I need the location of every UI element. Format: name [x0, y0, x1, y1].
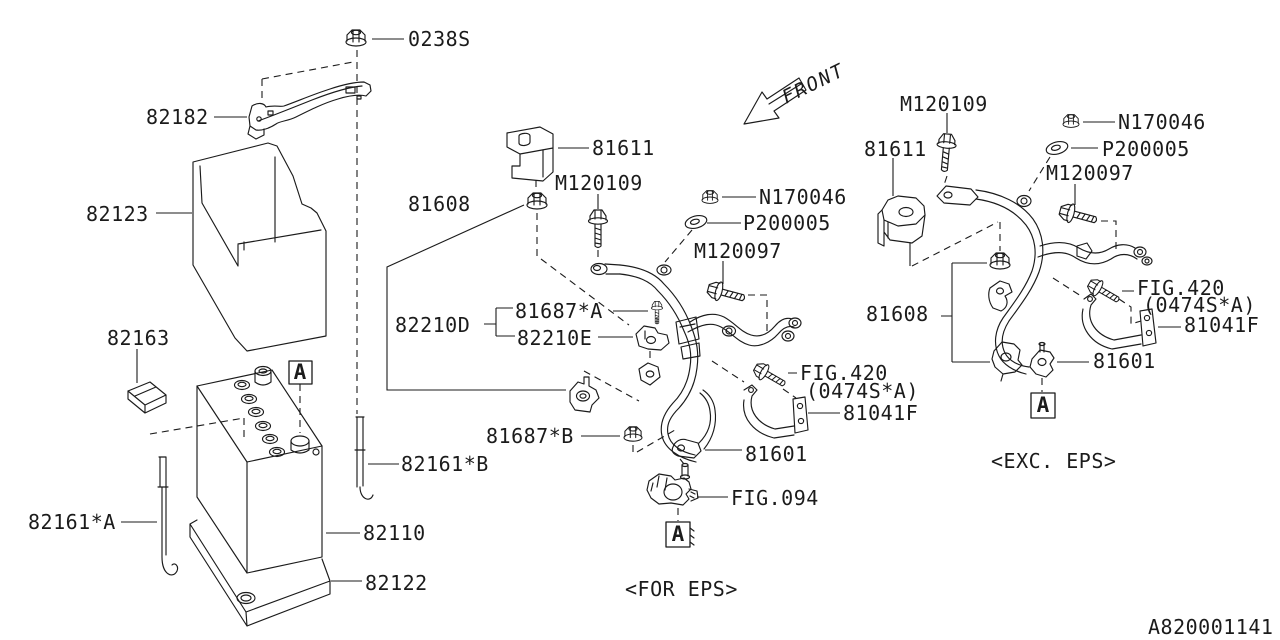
part-label-82210e[interactable]: 82210E [517, 326, 592, 350]
caption-exc-eps: <EXC. EPS> [991, 449, 1116, 473]
part-label-m120097-eps[interactable]: M120097 [694, 239, 782, 263]
figure-ref-fig420-note-exc[interactable]: (0474S*A) [1143, 293, 1256, 317]
front-arrow-icon [743, 77, 807, 125]
cable-bracket-eps-art [569, 376, 600, 413]
ground-cable-81601-exc-art [1029, 341, 1055, 378]
part-label-81608-eps[interactable]: 81608 [408, 192, 471, 216]
bolt-m120097-exc-art [1057, 200, 1100, 230]
bolt-fig420-exc-art [1084, 275, 1124, 309]
part-label-p200005-eps[interactable]: P200005 [743, 211, 831, 235]
terminal-fig094-art [646, 462, 699, 506]
detail-marker-box-eps [665, 521, 695, 548]
hold-down-bracket-82182-art [247, 81, 372, 140]
bolt-m120109-eps-art [587, 209, 609, 249]
bolt-fig420-eps-art [750, 359, 790, 393]
part-label-81611-eps[interactable]: 81611 [592, 136, 655, 160]
hold-down-nut-0238s-art [345, 29, 367, 47]
detail-marker-left[interactable]: A [294, 360, 307, 384]
caption-for-eps: <FOR EPS> [625, 577, 738, 601]
battery-cable-81608-exc-art [936, 185, 1153, 382]
part-label-82210d[interactable]: 82210D [395, 313, 470, 337]
nut-81608-mount-exc-art [989, 252, 1011, 270]
part-label-81041f-exc[interactable]: 81041F [1184, 313, 1259, 337]
nut-81608-mount-art [526, 192, 548, 210]
battery-82110-art [196, 365, 323, 574]
bolt-m120109-exc-art [934, 132, 958, 173]
washer-p200005-eps-art [683, 212, 709, 232]
doc-number: A820001141 [1148, 615, 1273, 639]
part-label-82161b[interactable]: 82161*B [401, 452, 489, 476]
bracket-81041f-eps-art [743, 384, 809, 439]
bolt-m120097-eps-art [705, 278, 748, 308]
washer-p200005-exc-art [1044, 138, 1070, 158]
nut-n170046-exc-art [1062, 114, 1080, 128]
part-label-p200005-exc[interactable]: P200005 [1102, 137, 1190, 161]
part-label-0238s[interactable]: 0238S [408, 27, 471, 51]
battery-pad-82163-art [127, 381, 167, 414]
part-label-n170046-exc[interactable]: N170046 [1118, 110, 1206, 134]
figure-ref-fig094[interactable]: FIG.094 [731, 486, 819, 510]
detail-marker-eps[interactable]: A [672, 522, 685, 546]
figure-ref-fig420-exc[interactable]: FIG.420 [1137, 276, 1225, 300]
detail-marker-exc[interactable]: A [1037, 393, 1050, 417]
part-label-81608-exc[interactable]: 81608 [866, 302, 929, 326]
part-label-m120097-exc[interactable]: M120097 [1046, 161, 1134, 185]
ground-cable-81601-eps-art [671, 389, 717, 459]
part-label-82110[interactable]: 82110 [363, 521, 426, 545]
part-label-81041f-eps[interactable]: 81041F [843, 401, 918, 425]
detail-marker-box-exc [1030, 392, 1056, 419]
clamp-82210e-art [635, 325, 670, 386]
assembly-alignment-lines [149, 50, 1142, 521]
part-label-82182[interactable]: 82182 [146, 105, 209, 129]
part-label-n170046-eps[interactable]: N170046 [759, 185, 847, 209]
part-label-81687a[interactable]: 81687*A [515, 299, 603, 323]
clip-81611-eps-art [506, 126, 554, 182]
front-indicator-label: FRONT [779, 59, 849, 108]
part-label-82161a[interactable]: 82161*A [28, 510, 116, 534]
part-label-81601-eps[interactable]: 81601 [745, 442, 808, 466]
nut-81687b-art [623, 426, 643, 442]
callout-leader-lines [121, 38, 1181, 582]
part-label-82163[interactable]: 82163 [107, 326, 170, 350]
hold-down-rod-a-art [157, 456, 179, 576]
part-label-82122[interactable]: 82122 [365, 571, 428, 595]
terminal-cover-81611-exc-art [877, 195, 926, 247]
part-label-81687b[interactable]: 81687*B [486, 424, 574, 448]
hold-down-rod-b-art [354, 416, 374, 500]
part-label-81611-exc[interactable]: 81611 [864, 137, 927, 161]
battery-box-82123-art [192, 142, 327, 352]
part-label-m120109-exc[interactable]: M120109 [900, 92, 988, 116]
part-label-81601-exc[interactable]: 81601 [1093, 349, 1156, 373]
nut-n170046-eps-art [701, 190, 719, 204]
labels-layer: 0238S 82182 82123 82163 82161*A 82161*B … [28, 27, 1273, 639]
battery-cable-81608-eps-art [590, 262, 802, 463]
figure-ref-fig420-eps[interactable]: FIG.420 [800, 361, 888, 385]
part-label-m120109-eps[interactable]: M120109 [555, 171, 643, 195]
bracket-81041f-exc-art [1081, 293, 1157, 350]
figure-ref-fig420-note-eps[interactable]: (0474S*A) [806, 379, 919, 403]
part-label-82123[interactable]: 82123 [86, 202, 149, 226]
battery-tray-82122-art [189, 519, 331, 627]
